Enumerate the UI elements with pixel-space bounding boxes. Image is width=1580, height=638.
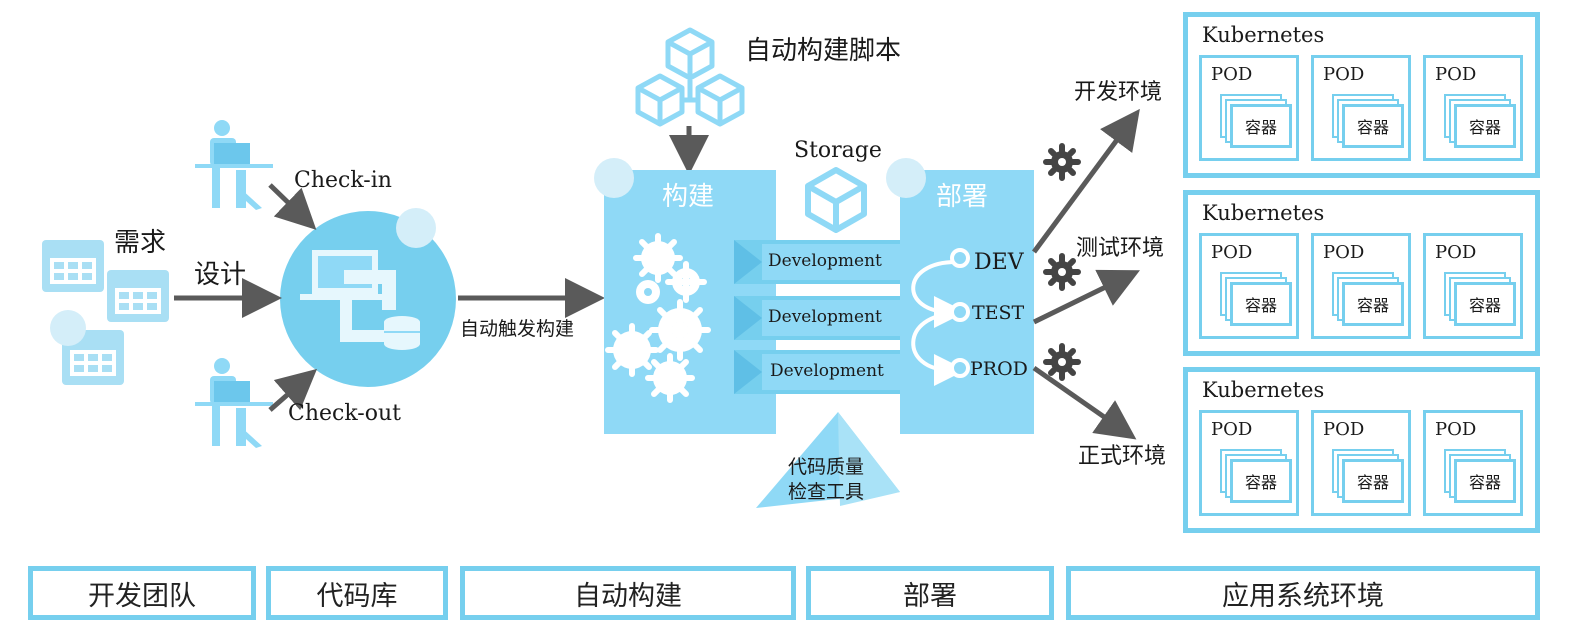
cluster-title: Kubernetes [1202,378,1325,402]
prod-env-label: 正式环境 [1078,444,1167,469]
requirements-label: 需求 [114,228,167,258]
test-env-arrow [1032,269,1140,325]
env-test-label: TEST [972,302,1025,324]
channel-label: Development [768,251,882,271]
storage-label: Storage [794,138,882,163]
dev-env-arrow [1031,108,1140,254]
channel-label: Development [770,361,884,381]
kubernetes-cluster-prod: Kubernetes POD 容器 POD 容器 POD 容器 [1183,367,1540,533]
test-env-label: 测试环境 [1076,236,1165,261]
prod-env-arrow [1032,365,1137,440]
pod: POD 容器 [1311,233,1411,339]
pod-label: POD [1435,419,1477,440]
pod-label: POD [1435,64,1477,85]
cluster-title: Kubernetes [1202,201,1325,225]
cluster-title: Kubernetes [1202,23,1325,47]
container-box: 容器 [1454,104,1516,148]
dev-env-label: 开发环境 [1074,80,1163,105]
pod: POD 容器 [1199,55,1299,161]
env-prod-label: PROD [970,358,1028,380]
kubernetes-cluster-dev: Kubernetes POD 容器 POD 容器 POD 容器 [1183,12,1540,178]
quality-tool-label: 代码质量 [788,456,865,478]
development-channels [734,240,900,394]
container-box: 容器 [1230,282,1292,326]
build-title: 构建 [662,182,715,212]
developer-checkin-icon [195,120,273,210]
pod: POD 容器 [1199,233,1299,339]
kubernetes-cluster-test: Kubernetes POD 容器 POD 容器 POD 容器 [1183,190,1540,356]
pod-label: POD [1211,419,1253,440]
pod-label: POD [1211,64,1253,85]
chart-badge-icon [396,208,436,248]
stage-app-env: 应用系统环境 [1066,566,1540,620]
pod-label: POD [1435,242,1477,263]
design-label: 设计 [194,260,247,290]
container-box: 容器 [1454,459,1516,503]
build-script-cubes-icon [635,27,745,127]
stage-deploy: 部署 [806,566,1054,620]
checkin-arrow [268,183,317,230]
pod: POD 容器 [1199,410,1299,516]
pod-label: POD [1323,419,1365,440]
developer-checkout-icon [195,358,273,448]
checkout-label: Check-out [288,401,401,426]
pod: POD 容器 [1423,55,1523,161]
storage-cube-icon [805,167,867,233]
env-dev-label: DEV [974,250,1024,275]
chart-badge-icon [886,158,926,198]
code-repository-icon [280,211,456,387]
quality-tool-label: 检查工具 [788,481,865,503]
stage-code-repo: 代码库 [266,566,448,620]
stage-auto-build: 自动构建 [460,566,796,620]
deploy-title: 部署 [936,182,989,212]
container-box: 容器 [1342,459,1404,503]
stage-dev-team: 开发团队 [28,566,256,620]
build-script-label: 自动构建脚本 [745,36,902,66]
auto-trigger-label: 自动触发构建 [460,318,575,340]
pod-label: POD [1211,242,1253,263]
pod: POD 容器 [1311,55,1411,161]
quality-tool-pyramid [756,412,900,508]
pod: POD 容器 [1423,233,1523,339]
checkin-label: Check-in [294,168,392,193]
checkout-arrow [268,368,318,412]
channel-label: Development [768,307,882,327]
container-box: 容器 [1342,282,1404,326]
chart-badge-icon [594,158,634,198]
container-box: 容器 [1454,282,1516,326]
chart-badge-icon [50,310,86,346]
container-box: 容器 [1342,104,1404,148]
pod-label: POD [1323,64,1365,85]
pod: POD 容器 [1311,410,1411,516]
container-box: 容器 [1230,459,1292,503]
pod: POD 容器 [1423,410,1523,516]
container-box: 容器 [1230,104,1292,148]
pod-label: POD [1323,242,1365,263]
env-flow [911,260,966,386]
